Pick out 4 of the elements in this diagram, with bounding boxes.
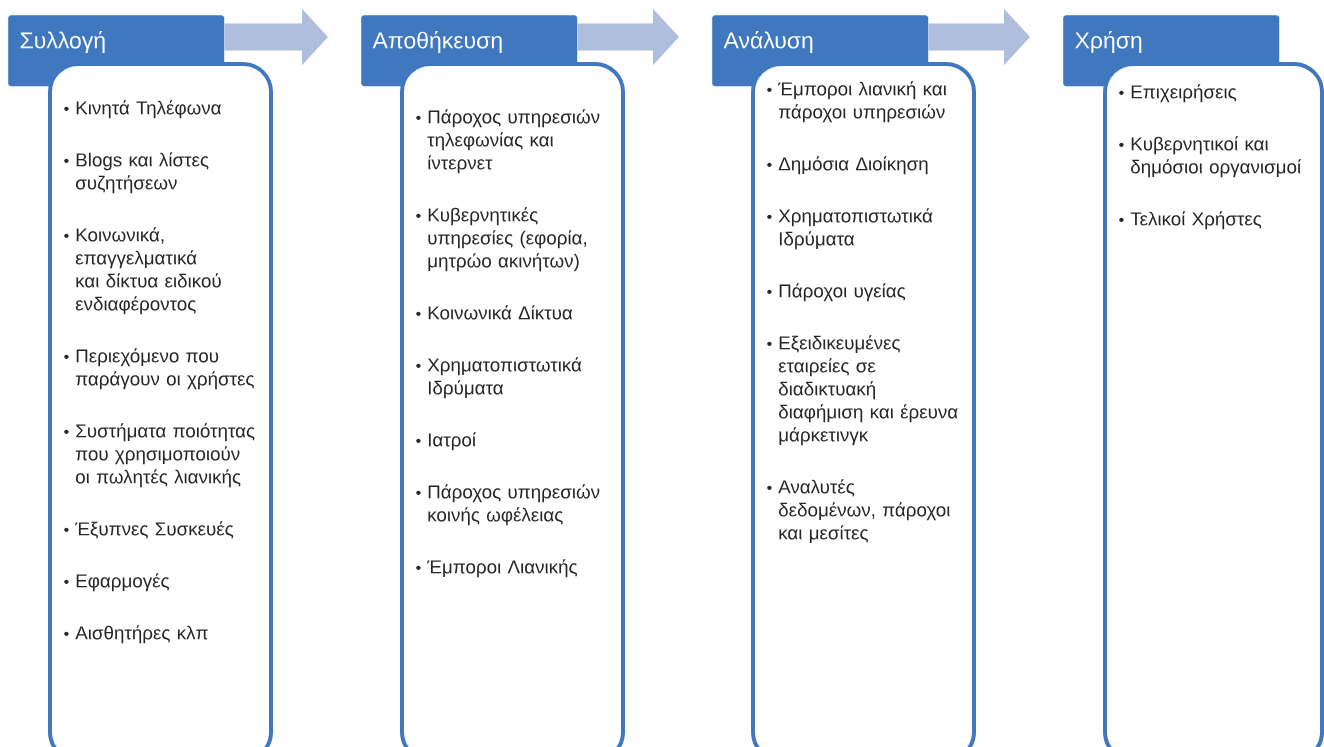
list-panel: Κινητά Τηλέφωνα Blogs και λίστες συζητήσεων Κοινωνικά, επαγγελματικά και δίκτυα ειδικού ενδιαφέροντος Περιεχόμενο που παράγουν οι χρήστες Συστήματα ποιότητας που χρησιμοποιούν οι πωλητές λιανικής Έξυπνες Συσκευές Εφαρμογές Αισθητήρες κλπ: [48, 62, 273, 747]
list-panel: Επιχειρήσεις Κυβερνητικοί και δημόσιοι οργανισμοί Τελικοί Χρήστες: [1103, 62, 1324, 747]
list-panel: Έμποροι λιανική και πάροχοι υπηρεσιών Δημόσια Διοίκηση Χρηματοπιστωτικά Ιδρύματα Πάροχοι υγείας Εξειδικευμένες εταιρείες σε διαδικτυακή διαφήμιση και έρευνα μάρκετινγκ Αναλυτές δεδομένων, πάροχοι και μεσίτες: [751, 62, 976, 747]
list-panel: Πάροχος υπηρεσιών τηλεφωνίας και ίντερνετ Κυβερνητικές υπηρεσίες (εφορία, μητρώο ακινήτων) Κοινωνικά Δίκτυα Χρηματοπιστωτικά Ιδρύματα Ιατροί Πάροχος υπηρεσιών κοινής ωφέλειας Έμποροι Λιανικής: [400, 62, 625, 747]
